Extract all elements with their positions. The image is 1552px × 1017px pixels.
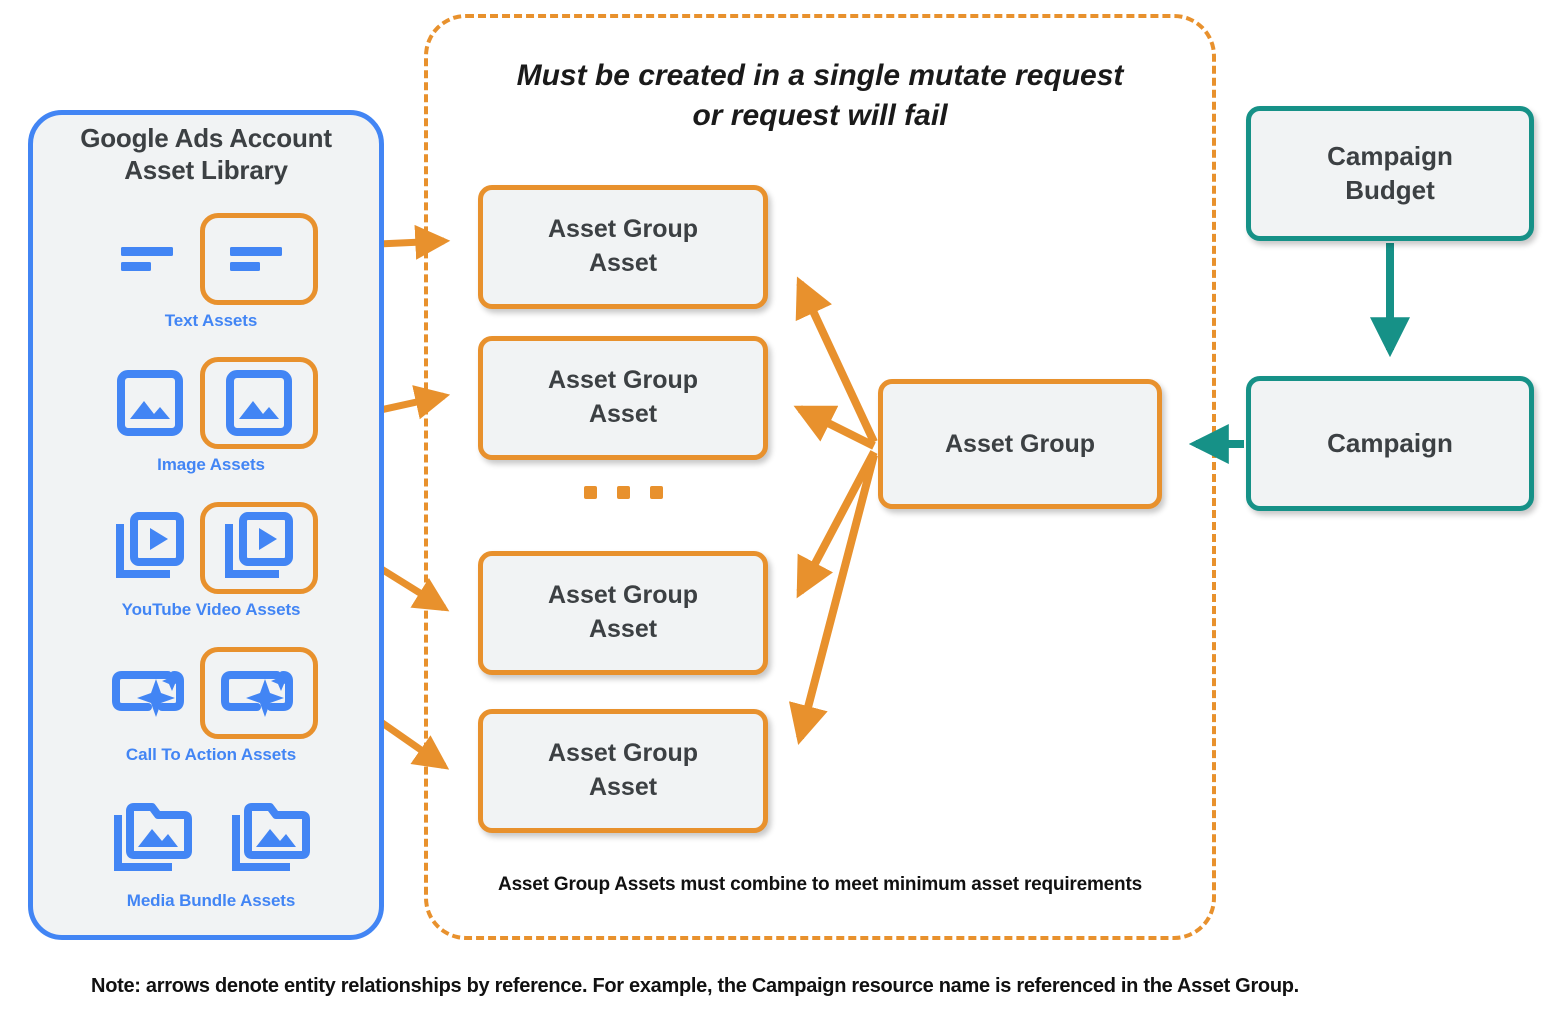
mutate-title-line1: Must be created in a single mutate reque… xyxy=(516,59,1124,92)
asset-group-asset-2[interactable]: Asset Group Asset xyxy=(478,336,768,460)
asset-group-asset-4[interactable]: Asset Group Asset xyxy=(478,709,768,833)
mutate-title-line2: or request will fail xyxy=(692,98,948,132)
aga1-line1: Asset Group xyxy=(547,215,699,244)
aga1-line2: Asset xyxy=(588,249,658,277)
mutate-request-title: Must be created in a single mutate reque… xyxy=(440,56,1200,136)
asset-group-label: Asset Group xyxy=(944,429,1096,458)
aga3-line1: Asset Group xyxy=(547,581,699,610)
ellipsis-dot-2 xyxy=(616,486,630,499)
mutate-request-container xyxy=(424,14,1216,940)
image-assets-icon-pair xyxy=(33,355,389,451)
aga2-line2: Asset xyxy=(588,400,658,428)
cta-assets-icon-pair xyxy=(33,645,389,741)
media-bundle-icon-pair xyxy=(33,791,389,887)
campaign-budget-line2: Budget xyxy=(1345,174,1435,205)
asset-row-text: Text Assets xyxy=(33,211,389,331)
video-stack-icon xyxy=(104,502,196,594)
video-stack-icon-highlighted[interactable] xyxy=(200,502,318,594)
campaign-node[interactable]: Campaign xyxy=(1246,376,1534,511)
campaign-budget-node[interactable]: Campaign Budget xyxy=(1246,106,1534,241)
asset-caption-video: YouTube Video Assets xyxy=(121,600,301,619)
call-to-action-sparkle-icon-highlighted[interactable] xyxy=(200,647,318,739)
asset-group-asset-3[interactable]: Asset Group Asset xyxy=(478,551,768,675)
asset-caption-text: Text Assets xyxy=(164,311,258,330)
ellipsis-dot-3 xyxy=(649,486,663,499)
campaign-label: Campaign xyxy=(1327,428,1453,458)
ellipsis-indicator xyxy=(478,486,768,499)
asset-caption-image: Image Assets xyxy=(157,455,265,474)
asset-group-node[interactable]: Asset Group xyxy=(878,379,1162,509)
asset-library-panel: Google Ads Account Asset Library xyxy=(28,110,384,940)
text-lines-icon-highlighted[interactable] xyxy=(200,213,318,305)
asset-row-video: YouTube Video Assets xyxy=(33,500,389,620)
image-icon-highlighted[interactable] xyxy=(200,357,318,449)
asset-row-media-bundle: Media Bundle Assets xyxy=(33,791,389,911)
asset-caption-media-bundle: Media Bundle Assets xyxy=(126,891,296,910)
ellipsis-dot-1 xyxy=(583,486,597,499)
asset-row-image: Image Assets xyxy=(33,355,389,475)
aga2-line1: Asset Group xyxy=(547,366,699,395)
aga3-line2: Asset xyxy=(588,615,658,643)
asset-caption-cta: Call To Action Assets xyxy=(125,745,297,764)
text-assets-icon-pair xyxy=(33,211,389,307)
aga4-line2: Asset xyxy=(588,773,658,801)
media-bundle-folder-icon xyxy=(106,793,198,885)
call-to-action-sparkle-icon xyxy=(104,647,196,739)
campaign-budget-line1: Campaign xyxy=(1327,140,1453,171)
footer-note: Note: arrows denote entity relationships… xyxy=(91,975,1299,997)
text-lines-icon xyxy=(104,213,196,305)
asset-library-title: Google Ads Account Asset Library xyxy=(33,123,379,186)
asset-library-title-line2: Asset Library xyxy=(124,154,288,185)
asset-row-cta: Call To Action Assets xyxy=(33,645,389,765)
media-bundle-folder-icon-2 xyxy=(224,793,316,885)
mutate-footnote: Asset Group Assets must combine to meet … xyxy=(498,874,1142,895)
asset-group-asset-1[interactable]: Asset Group Asset xyxy=(478,185,768,309)
aga4-line1: Asset Group xyxy=(547,739,699,768)
image-icon xyxy=(104,357,196,449)
asset-library-title-line1: Google Ads Account xyxy=(80,123,332,153)
video-assets-icon-pair xyxy=(33,500,389,596)
